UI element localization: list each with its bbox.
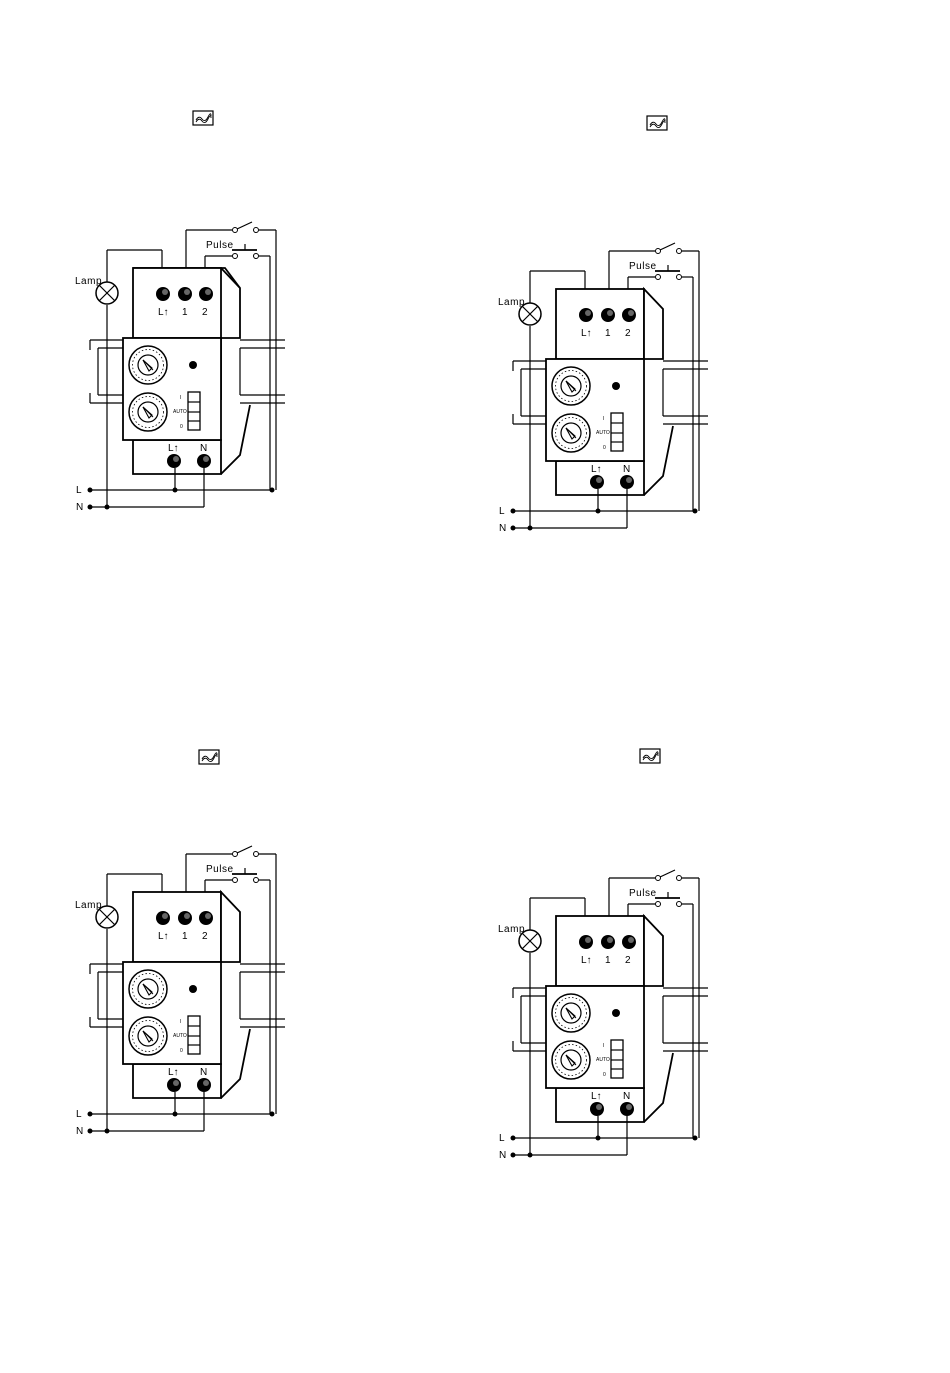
lamp-label: Lamp xyxy=(75,900,102,911)
lamp-label: Lamp xyxy=(498,297,525,308)
terminal-label: L↑ xyxy=(581,955,592,966)
switch-label: I xyxy=(180,1019,181,1025)
terminal-label: 2 xyxy=(625,955,631,966)
dial-icon xyxy=(552,994,590,1032)
line-label-l: L xyxy=(499,1133,505,1144)
terminal-label: L↑ xyxy=(158,931,169,942)
terminal-label: N xyxy=(200,1067,207,1078)
terminal-label: N xyxy=(200,443,207,454)
terminal-label: L↑ xyxy=(591,464,602,475)
switch-label: 0 xyxy=(180,424,183,430)
terminal-label: 1 xyxy=(605,955,611,966)
lamp-label: Lamp xyxy=(498,924,525,935)
terminal-label: 2 xyxy=(202,931,208,942)
lamp-label: Lamp xyxy=(75,276,102,287)
terminal-label: 1 xyxy=(182,931,188,942)
terminal-label: 1 xyxy=(605,328,611,339)
switch-label: AUTO xyxy=(596,1057,610,1063)
wiring-diagram-2: L N Lamp Pulse xyxy=(498,116,708,534)
sine-wave-icon xyxy=(199,750,219,764)
terminal-label: 1 xyxy=(182,307,188,318)
led-icon xyxy=(612,382,620,390)
line-label-n: N xyxy=(76,502,83,513)
terminal-label: N xyxy=(623,464,630,475)
led-icon xyxy=(189,361,197,369)
line-label-n: N xyxy=(499,523,506,534)
terminal-label: L↑ xyxy=(168,443,179,454)
terminal-label: L↑ xyxy=(168,1067,179,1078)
line-label-l: L xyxy=(76,485,82,496)
terminal-label: N xyxy=(623,1091,630,1102)
relay-device: L↑ 1 2 I AUTO 0 L↑ N xyxy=(546,289,673,495)
switch-label: 0 xyxy=(180,1048,183,1054)
switch-label: I xyxy=(603,416,604,422)
dial-icon xyxy=(129,970,167,1008)
led-icon xyxy=(189,985,197,993)
line-label-n: N xyxy=(76,1126,83,1137)
switch-label: I xyxy=(603,1043,604,1049)
line-label-l: L xyxy=(76,1109,82,1120)
pulse-label: Pulse xyxy=(629,888,657,899)
terminal-label: 2 xyxy=(625,328,631,339)
relay-device: L↑ 1 2 I AUTO 0 L↑ N xyxy=(546,916,673,1122)
terminal-label: 2 xyxy=(202,307,208,318)
dial-icon xyxy=(129,1017,167,1055)
wiring-diagram-3: L N Lamp Pulse xyxy=(75,750,285,1137)
relay-device: L↑ 1 2 I AUTO 0 L↑ N xyxy=(123,892,250,1098)
dial-icon xyxy=(129,393,167,431)
switch-label: 0 xyxy=(603,445,606,451)
switch-label: AUTO xyxy=(173,1033,187,1039)
dial-icon xyxy=(552,414,590,452)
switch-label: I xyxy=(180,395,181,401)
switch-label: AUTO xyxy=(173,409,187,415)
led-icon xyxy=(612,1009,620,1017)
terminal-label: L↑ xyxy=(581,328,592,339)
relay-device: L↑ 1 2 I AUTO 0 L↑ N xyxy=(123,268,250,474)
line-label-l: L xyxy=(499,506,505,517)
dial-icon xyxy=(552,367,590,405)
dial-icon xyxy=(552,1041,590,1079)
pulse-label: Pulse xyxy=(629,261,657,272)
sine-wave-icon xyxy=(193,111,213,125)
sine-wave-icon xyxy=(647,116,667,130)
wiring-diagram-1: L N Lamp Pulse xyxy=(75,111,285,513)
dial-icon xyxy=(129,346,167,384)
switch-label: 0 xyxy=(603,1072,606,1078)
terminal-label: L↑ xyxy=(158,307,169,318)
terminal-label: L↑ xyxy=(591,1091,602,1102)
pulse-label: Pulse xyxy=(206,240,234,251)
pulse-label: Pulse xyxy=(206,864,234,875)
sine-wave-icon xyxy=(640,749,660,763)
wiring-diagram-4: L N Lamp Pulse xyxy=(498,749,708,1161)
line-label-n: N xyxy=(499,1150,506,1161)
switch-label: AUTO xyxy=(596,430,610,436)
